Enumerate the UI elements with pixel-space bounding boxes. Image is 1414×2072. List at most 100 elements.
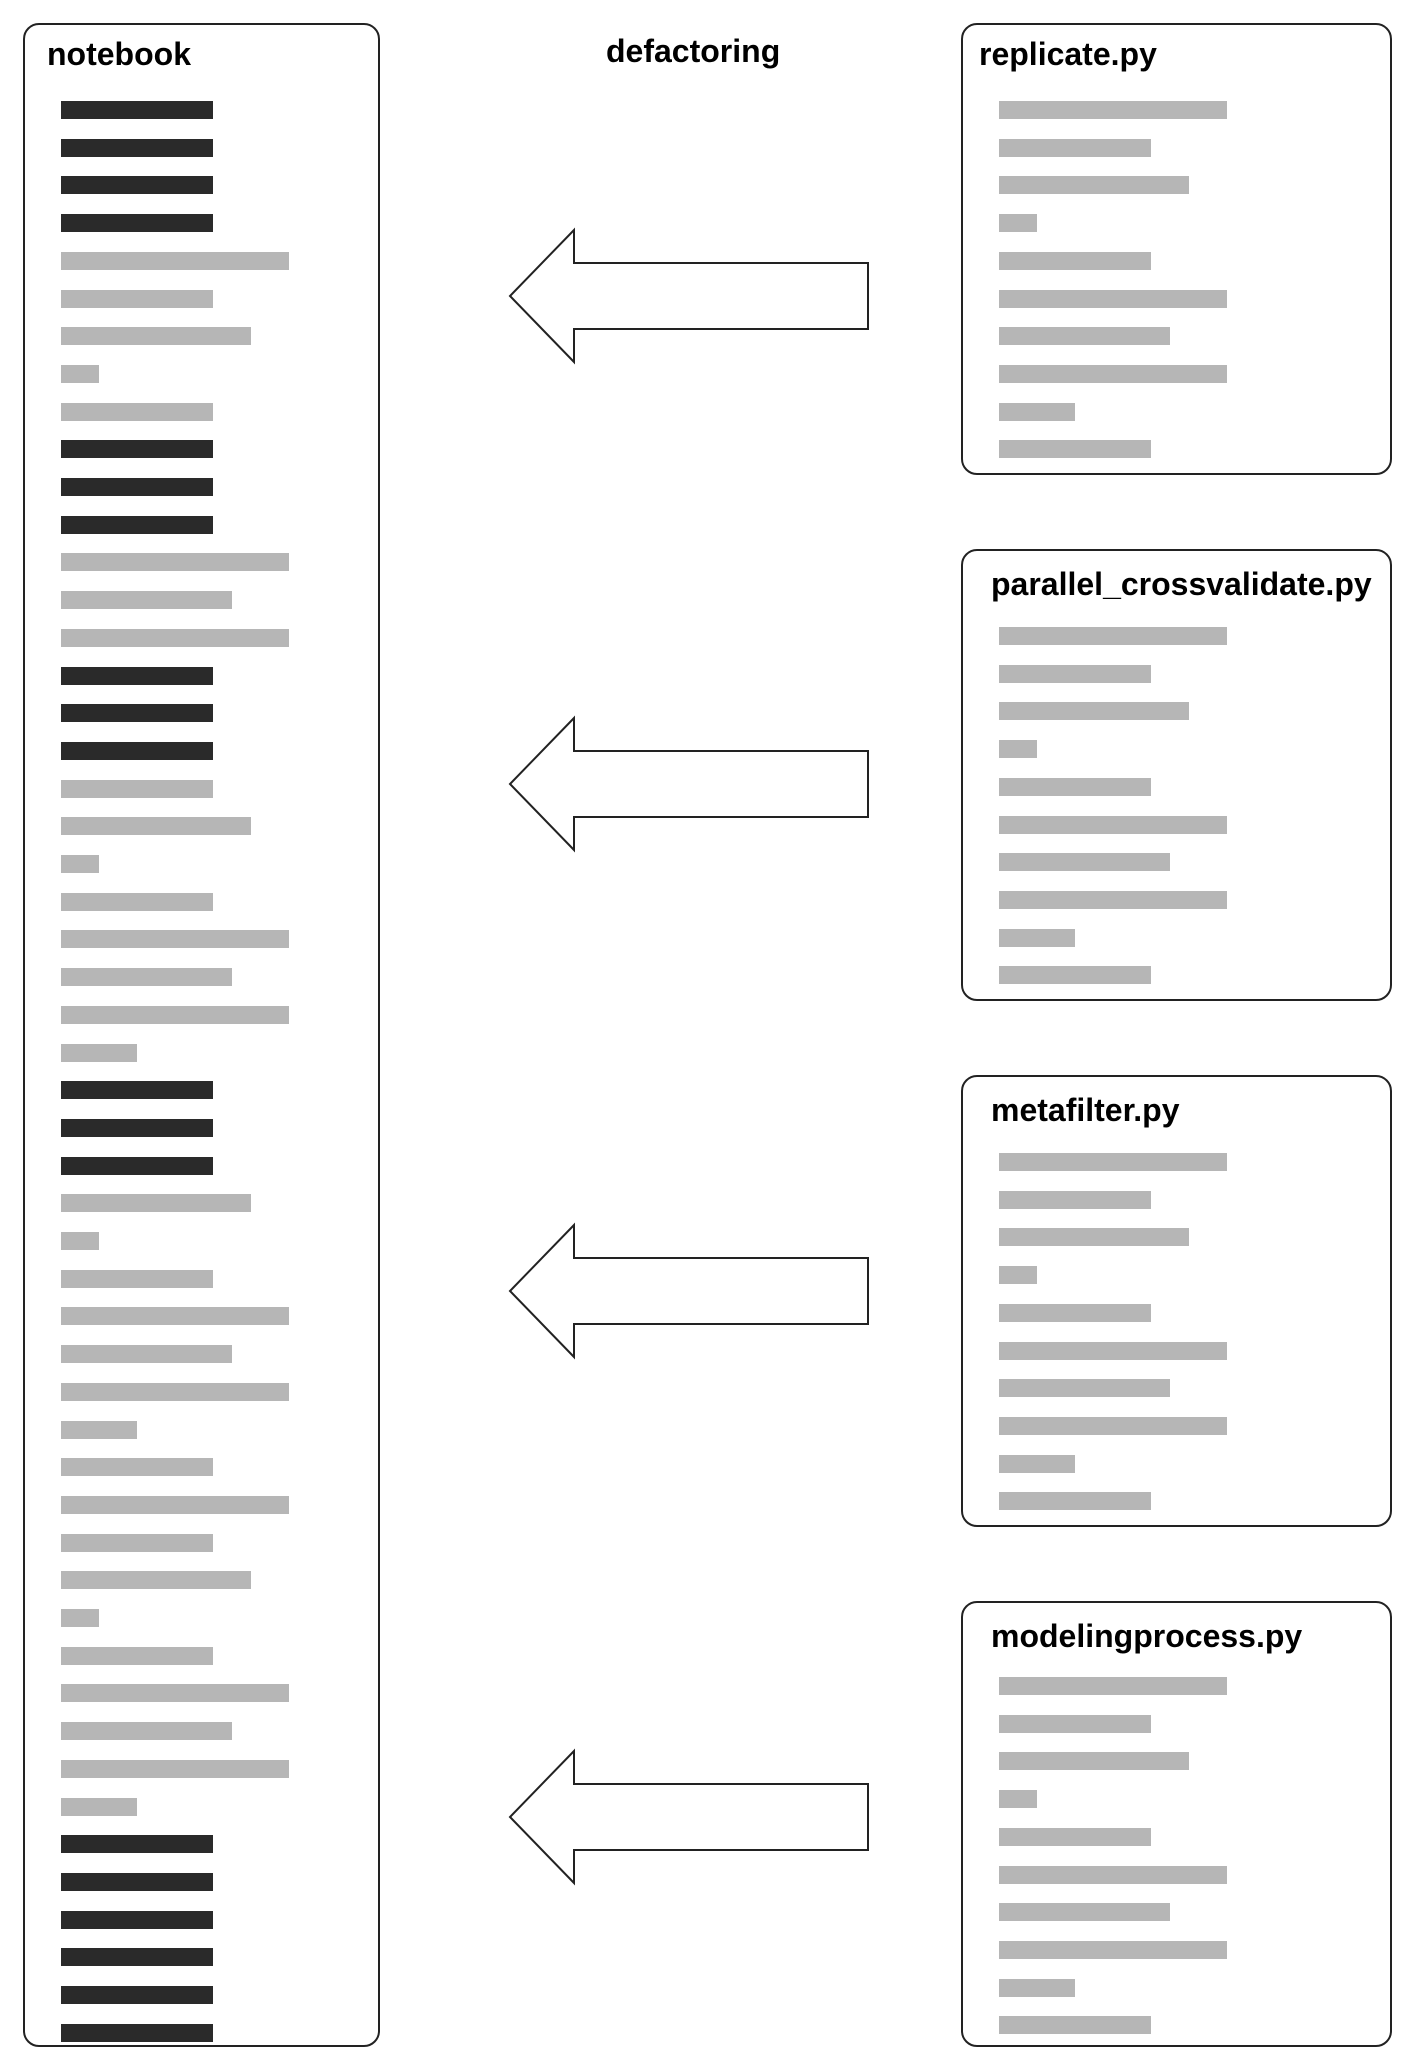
notebook-text-line	[61, 629, 289, 647]
module-text-line	[999, 290, 1227, 308]
module-text-line	[999, 1903, 1170, 1921]
notebook-text-line	[61, 1684, 289, 1702]
notebook-code-line	[61, 1911, 213, 1929]
notebook-text-line	[61, 252, 289, 270]
module-text-line	[999, 1979, 1075, 1997]
notebook-text-line	[61, 1647, 213, 1665]
module-text-line	[999, 1752, 1189, 1770]
module-text-line	[999, 1715, 1151, 1733]
notebook-code-line	[61, 1081, 213, 1099]
notebook-text-line	[61, 930, 289, 948]
module-text-line	[999, 403, 1075, 421]
module-text-line	[999, 1866, 1227, 1884]
module-text-line	[999, 702, 1189, 720]
module-panel-modelingprocess: modelingprocess.py	[961, 1601, 1392, 2047]
notebook-code-line	[61, 478, 213, 496]
notebook-code-line	[61, 101, 213, 119]
notebook-text-line	[61, 1345, 232, 1363]
module-text-line	[999, 891, 1227, 909]
notebook-code-line	[61, 516, 213, 534]
module-title-parallel-crossvalidate: parallel_crossvalidate.py	[991, 566, 1372, 602]
module-text-line	[999, 1342, 1227, 1360]
notebook-code-line	[61, 1986, 213, 2004]
module-text-line	[999, 816, 1227, 834]
module-text-line	[999, 1677, 1227, 1695]
notebook-text-line	[61, 1760, 289, 1778]
module-text-line	[999, 1492, 1151, 1510]
module-text-line	[999, 778, 1151, 796]
notebook-text-line	[61, 1458, 213, 1476]
module-text-line	[999, 627, 1227, 645]
module-text-line	[999, 176, 1189, 194]
notebook-text-line	[61, 553, 289, 571]
module-title-replicate: replicate.py	[979, 36, 1157, 72]
notebook-code-line	[61, 2024, 213, 2042]
module-text-line	[999, 214, 1037, 232]
notebook-code-line	[61, 176, 213, 194]
module-text-line	[999, 1455, 1075, 1473]
notebook-text-line	[61, 1421, 137, 1439]
module-text-line	[999, 1417, 1227, 1435]
module-text-line	[999, 252, 1151, 270]
notebook-code-line	[61, 1835, 213, 1853]
notebook-text-line	[61, 591, 232, 609]
module-panel-metafilter: metafilter.py	[961, 1075, 1392, 1527]
defactoring-label: defactoring	[606, 33, 781, 69]
notebook-code-line	[61, 139, 213, 157]
notebook-text-line	[61, 1194, 251, 1212]
module-title-modelingprocess: modelingprocess.py	[991, 1618, 1303, 1654]
module-text-line	[999, 101, 1227, 119]
notebook-text-line	[61, 1571, 251, 1589]
notebook-code-line	[61, 1119, 213, 1137]
module-text-line	[999, 1304, 1151, 1322]
module-text-line	[999, 929, 1075, 947]
notebook-text-line	[61, 327, 251, 345]
module-panel-parallel-crossvalidate: parallel_crossvalidate.py	[961, 549, 1392, 1001]
notebook-text-line	[61, 1232, 99, 1250]
notebook-code-line	[61, 704, 213, 722]
notebook-text-line	[61, 403, 213, 421]
module-text-line	[999, 1941, 1227, 1959]
notebook-code-line	[61, 1157, 213, 1175]
notebook-text-line	[61, 817, 251, 835]
notebook-code-line	[61, 1948, 213, 1966]
notebook-code-line	[61, 214, 213, 232]
notebook-text-line	[61, 893, 213, 911]
notebook-text-line	[61, 1270, 213, 1288]
module-text-line	[999, 1153, 1227, 1171]
notebook-text-line	[61, 290, 213, 308]
notebook-text-line	[61, 365, 99, 383]
module-title-metafilter: metafilter.py	[991, 1092, 1180, 1128]
notebook-panel: notebook	[23, 23, 380, 2047]
module-text-line	[999, 1191, 1151, 1209]
notebook-code-line	[61, 742, 213, 760]
module-text-line	[999, 1790, 1037, 1808]
module-text-line	[999, 966, 1151, 984]
module-text-line	[999, 2016, 1151, 2034]
module-text-line	[999, 1266, 1037, 1284]
notebook-text-line	[61, 1496, 289, 1514]
module-text-line	[999, 740, 1037, 758]
notebook-text-line	[61, 1722, 232, 1740]
notebook-text-line	[61, 1798, 137, 1816]
notebook-text-line	[61, 1534, 213, 1552]
notebook-code-line	[61, 667, 213, 685]
module-panel-replicate: replicate.py	[961, 23, 1392, 475]
notebook-text-line	[61, 1307, 289, 1325]
module-text-line	[999, 1228, 1189, 1246]
module-text-line	[999, 665, 1151, 683]
notebook-text-line	[61, 1609, 99, 1627]
notebook-title: notebook	[47, 36, 191, 72]
module-text-line	[999, 1379, 1170, 1397]
notebook-text-line	[61, 1006, 289, 1024]
notebook-text-line	[61, 780, 213, 798]
notebook-text-line	[61, 1383, 289, 1401]
notebook-text-line	[61, 968, 232, 986]
module-text-line	[999, 139, 1151, 157]
notebook-code-line	[61, 1873, 213, 1891]
module-text-line	[999, 440, 1151, 458]
